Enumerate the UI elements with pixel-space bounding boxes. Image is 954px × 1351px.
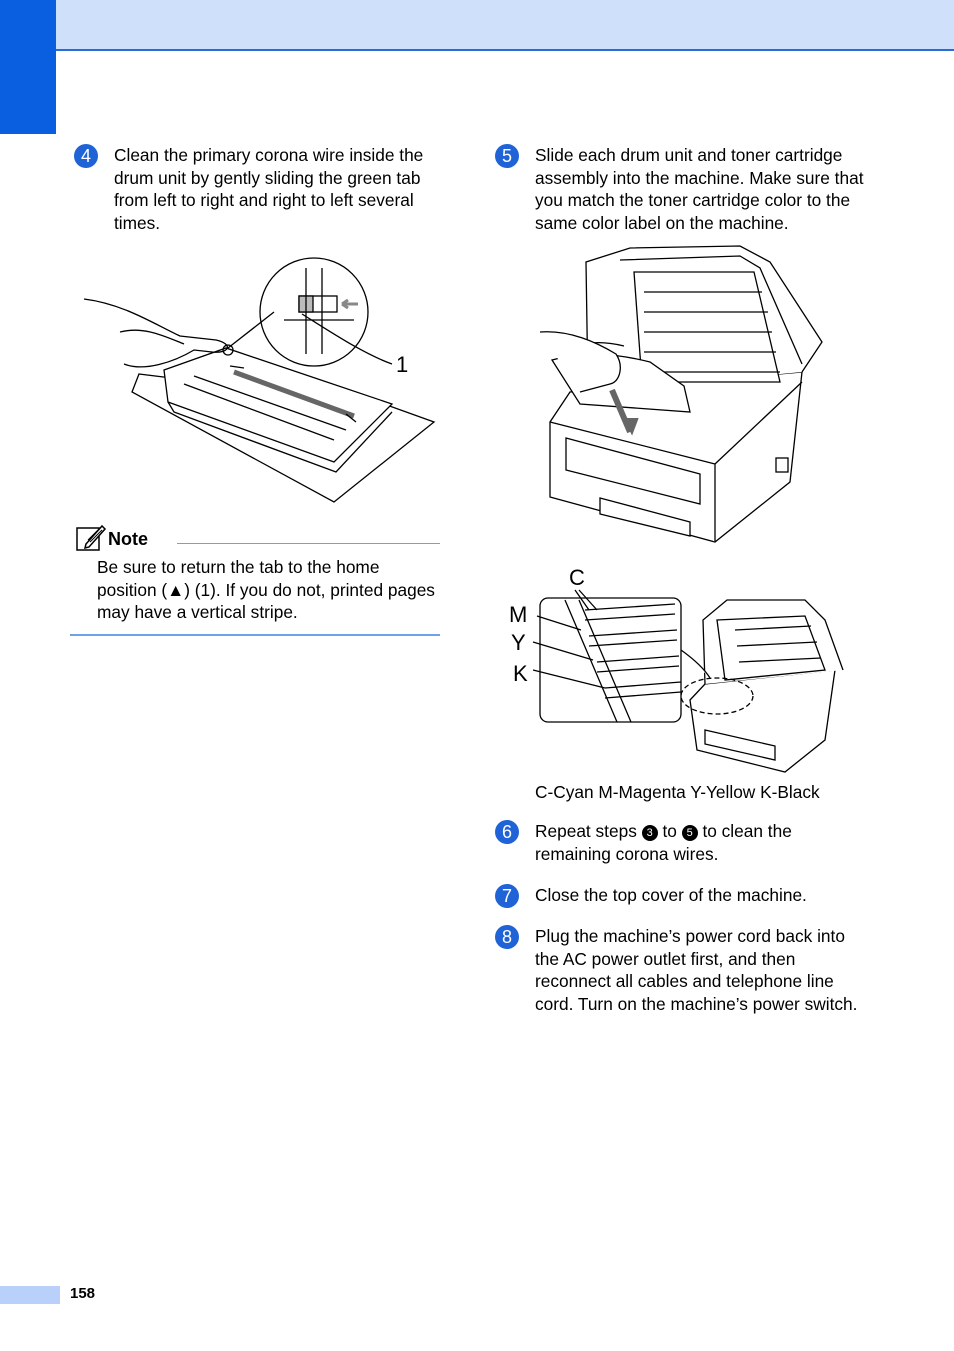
- step-number-badge: 5: [495, 144, 519, 168]
- step-text: Slide each drum unit and toner cartridge…: [535, 145, 864, 233]
- step-6-text-middle: to: [657, 821, 682, 841]
- step-number-badge: 7: [495, 884, 519, 908]
- step-5: 5 Slide each drum unit and toner cartrid…: [495, 144, 865, 239]
- drum-unit-illustration: 1: [83, 257, 436, 503]
- label-c: C: [569, 565, 585, 590]
- note-title: Note: [108, 529, 148, 549]
- step-text: Plug the machine’s power cord back into …: [535, 926, 858, 1014]
- step-text: Close the top cover of the machine.: [535, 885, 807, 905]
- label-k: K: [513, 661, 528, 686]
- step-4: 4 Clean the primary corona wire inside t…: [74, 144, 444, 239]
- pencil-note-icon: [76, 524, 107, 551]
- callout-1: 1: [396, 352, 408, 377]
- printer-insertion-illustration: [539, 245, 823, 543]
- chapter-tab: [0, 0, 56, 134]
- note-rule: [177, 543, 440, 544]
- color-caption: C-Cyan M-Magenta Y-Yellow K-Black: [535, 782, 820, 802]
- step-7: 7 Close the top cover of the machine.: [495, 884, 865, 910]
- step-6: 6 Repeat steps 3 to 5 to clean the remai…: [495, 820, 865, 868]
- label-y: Y: [511, 630, 526, 655]
- note-box: Note Be sure to return the tab to the ho…: [70, 520, 440, 636]
- step-text: Repeat steps 3 to 5 to clean the remaini…: [535, 820, 865, 865]
- step-6-text-before: Repeat steps: [535, 821, 642, 841]
- step-8: 8 Plug the machine’s power cord back int…: [495, 925, 865, 1040]
- step-number-badge: 6: [495, 820, 519, 844]
- label-m: M: [509, 602, 527, 627]
- page-number: 158: [70, 1285, 96, 1302]
- step-number-badge: 8: [495, 925, 519, 949]
- footer-bar: [0, 1286, 60, 1304]
- step-6-text-after: to clean the remaining corona wires.: [535, 821, 792, 864]
- step-ref-badge: 3: [641, 825, 658, 841]
- step-text: Clean the primary corona wire inside the…: [114, 145, 424, 233]
- header-band: [0, 0, 954, 51]
- color-slots-illustration: C M Y K: [509, 565, 844, 773]
- step-number-badge: 4: [74, 144, 98, 168]
- note-text: Be sure to return the tab to the home po…: [97, 557, 435, 622]
- step-ref-badge: 5: [681, 825, 698, 841]
